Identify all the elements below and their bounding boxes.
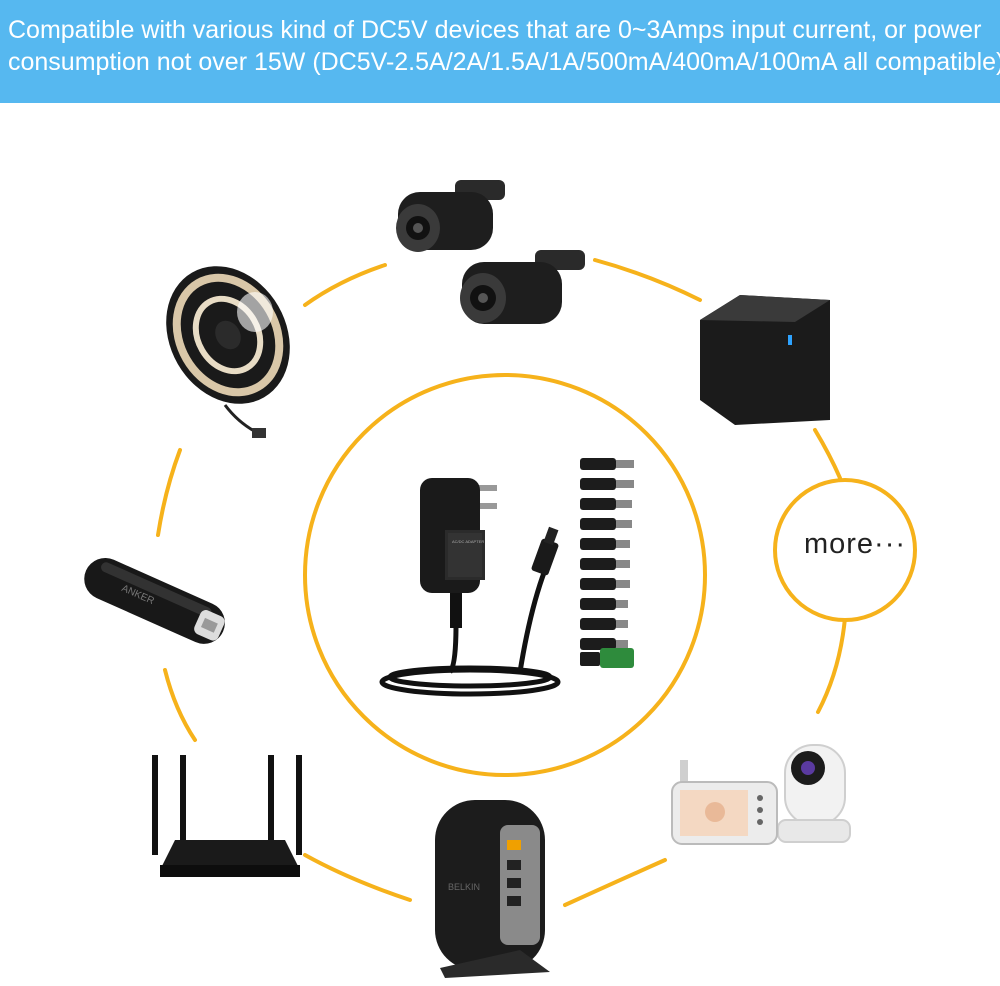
outer-ring bbox=[156, 258, 847, 907]
header-banner: Compatible with various kind of DC5V dev… bbox=[0, 0, 1000, 103]
arc-powerbank-to-wifi bbox=[163, 668, 197, 742]
router-icon: BELKIN bbox=[435, 800, 550, 978]
baby-monitor-icon bbox=[671, 744, 851, 845]
arc-router-to-wifi bbox=[303, 853, 412, 902]
arc-more-to-monitor bbox=[816, 616, 847, 714]
router-brand: BELKIN bbox=[448, 882, 480, 892]
power-adapter-icon: AC/DC ADAPTER bbox=[379, 478, 561, 697]
cctv-camera-icon bbox=[396, 180, 585, 324]
arc-monitor-to-router bbox=[563, 858, 667, 907]
more-bubble bbox=[773, 478, 917, 622]
arc-strip-to-camera bbox=[303, 263, 387, 307]
banner-line-2: consumption not over 15W (DC5V-2.5A/2A/1… bbox=[8, 48, 1000, 76]
adapter-label: AC/DC ADAPTER bbox=[452, 539, 484, 544]
speaker-box-icon bbox=[700, 295, 830, 425]
arc-strip-to-powerbank bbox=[156, 448, 182, 537]
dc-tips-icon bbox=[580, 458, 634, 668]
arc-speaker-to-more bbox=[813, 428, 842, 480]
led-strip-icon bbox=[166, 266, 290, 438]
banner-line-1: Compatible with various kind of DC5V dev… bbox=[8, 16, 982, 44]
center-ring bbox=[303, 373, 707, 777]
arc-camera-to-speaker bbox=[593, 258, 702, 302]
wifi-router-icon bbox=[152, 755, 302, 877]
power-bank-icon: ANKER bbox=[84, 557, 225, 644]
more-label: more··· bbox=[803, 528, 907, 560]
